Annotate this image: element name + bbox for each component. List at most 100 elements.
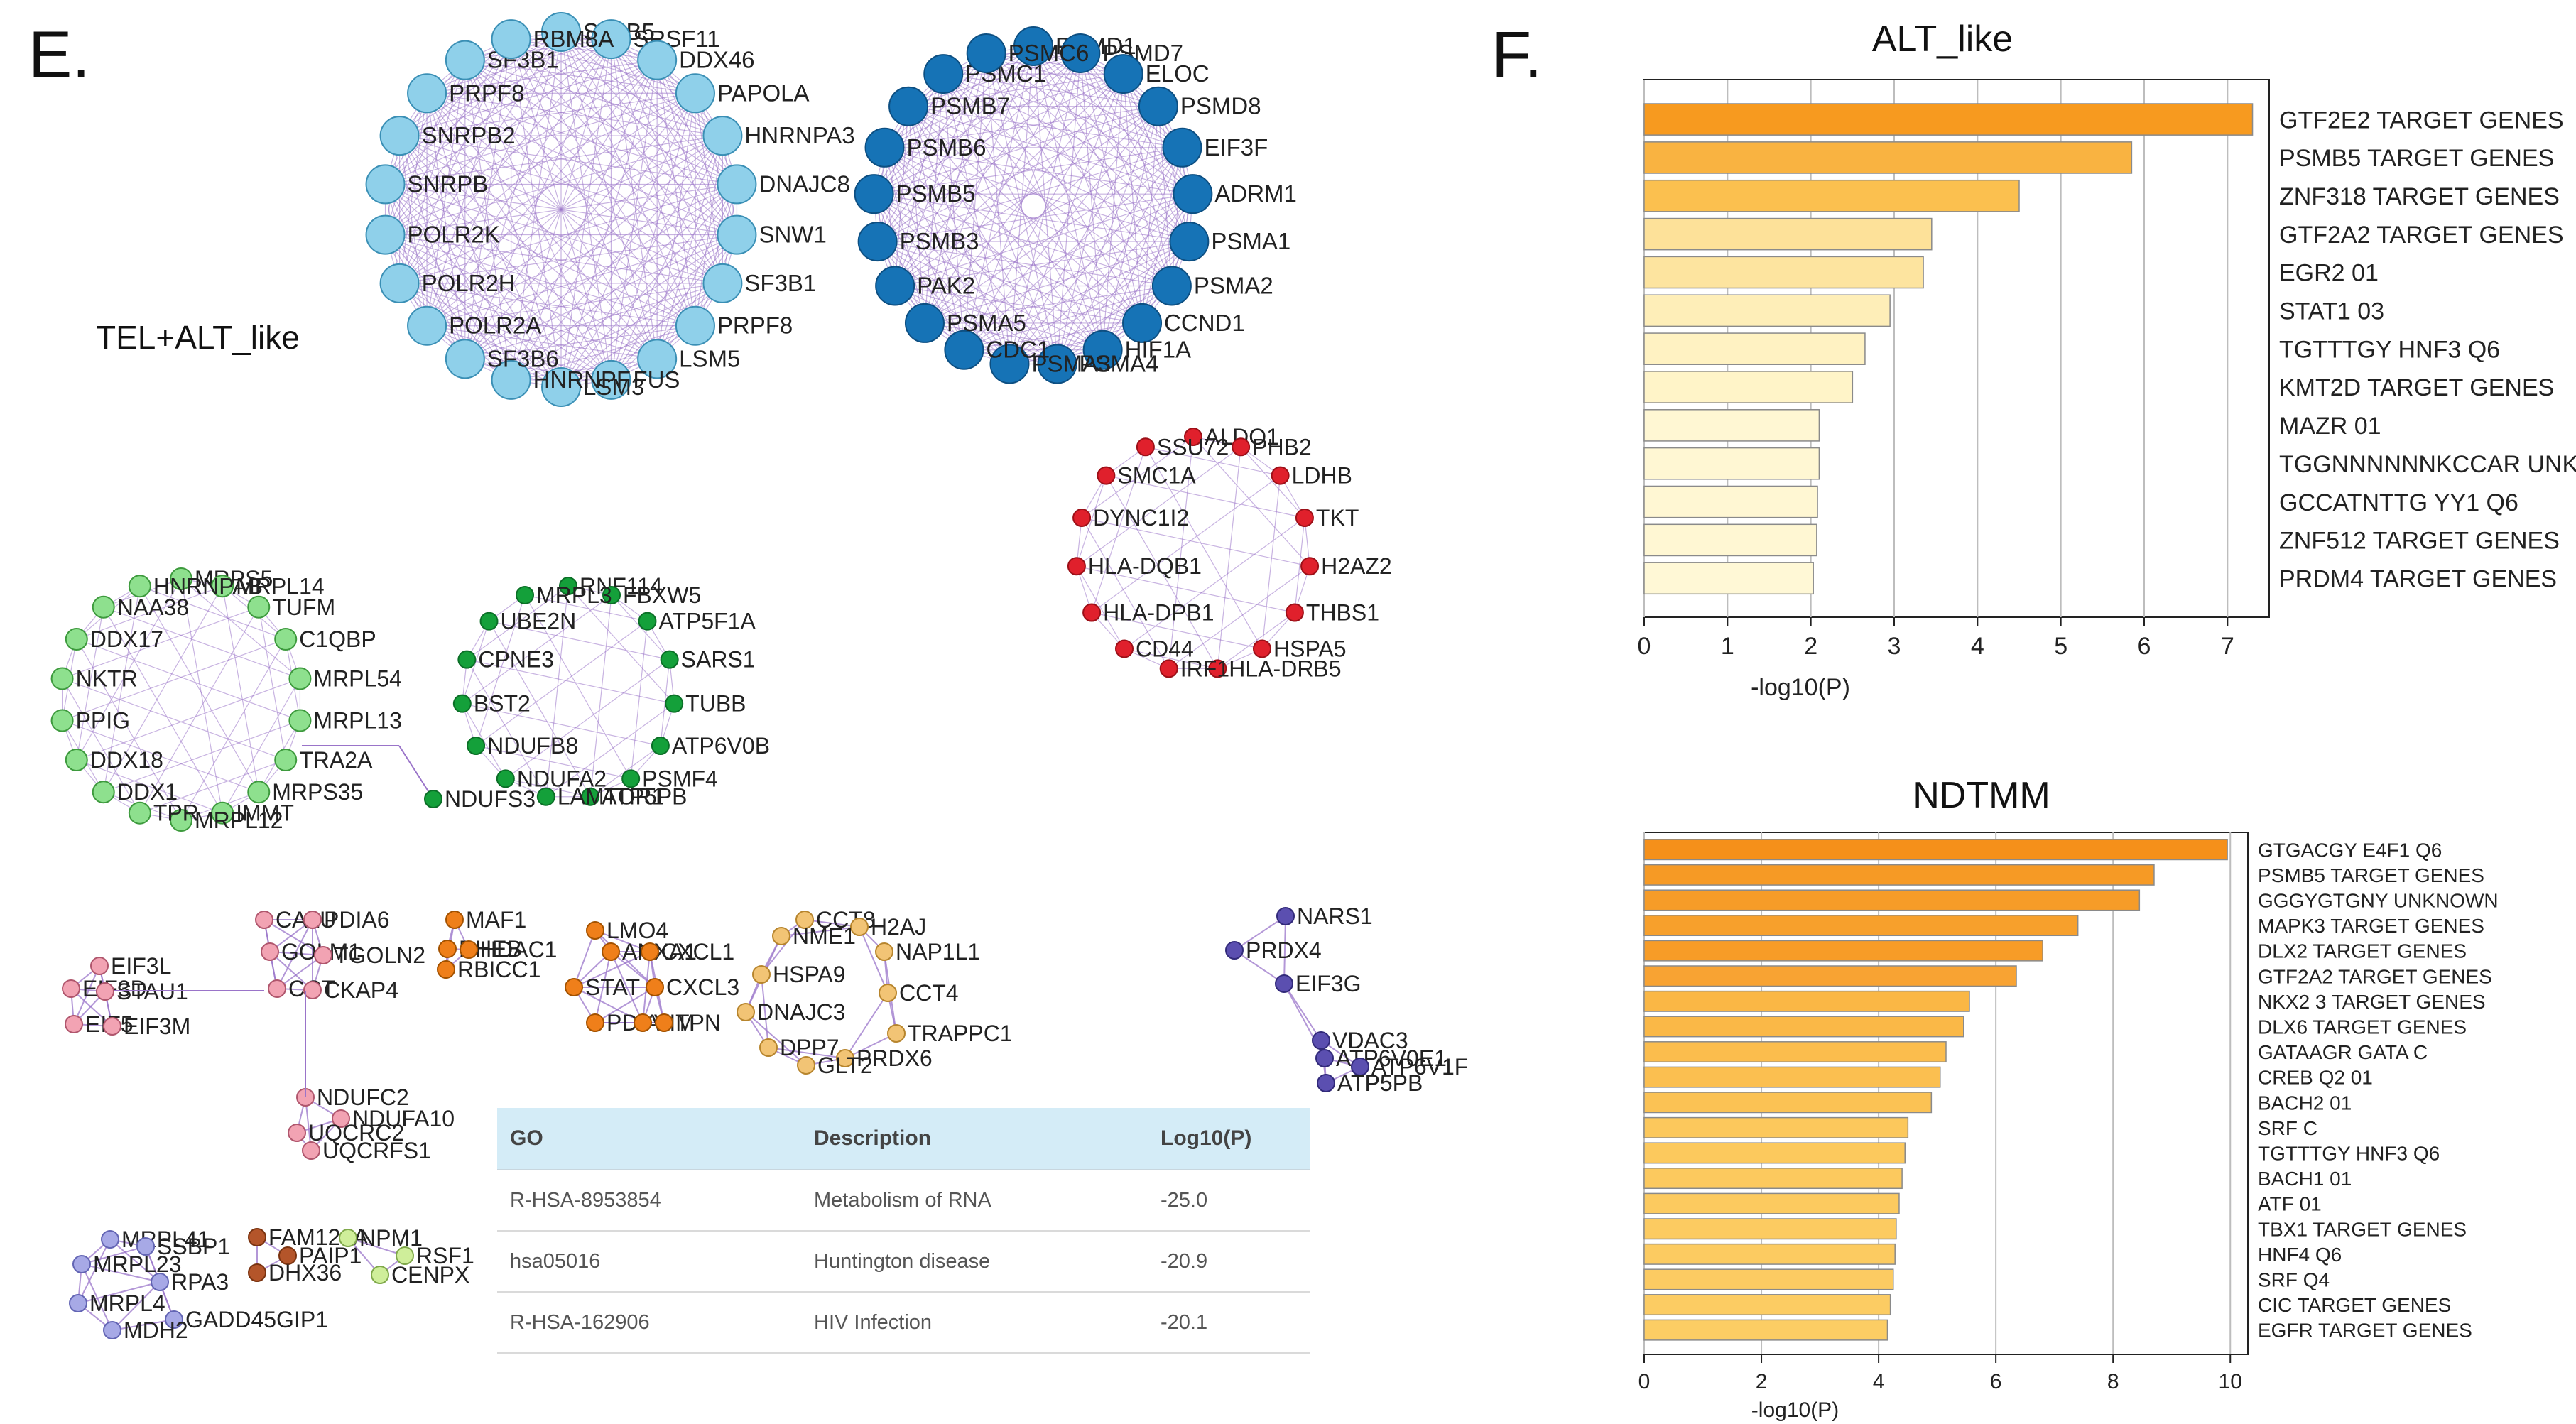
- network-node: [274, 749, 298, 771]
- network-edge: [384, 93, 428, 235]
- network-edge: [103, 607, 223, 814]
- node-label: NDUFA2: [517, 766, 607, 791]
- bar: [1643, 179, 2020, 212]
- x-tick-label: 10: [2219, 1370, 2242, 1393]
- network-edge: [884, 147, 1143, 324]
- network-node: [491, 19, 531, 60]
- network-node: [1082, 603, 1102, 622]
- network-edge: [139, 585, 259, 793]
- bar: [1643, 1168, 1903, 1190]
- node-label: PRDX6: [857, 1045, 933, 1071]
- network-edge: [180, 638, 286, 821]
- x-axis-label: -log10(P): [1751, 674, 1850, 701]
- category-label: MAPK3 TARGET GENES: [2258, 915, 2484, 937]
- network-edge: [908, 106, 1190, 242]
- network-edge: [874, 53, 1081, 195]
- network-edge: [986, 53, 1193, 195]
- go-table-header-row: GO Description Log10(P): [497, 1108, 1310, 1170]
- network-edge: [426, 31, 562, 94]
- bar: [1643, 447, 1820, 480]
- network-edge: [874, 147, 1183, 195]
- node-label: HDAC1: [480, 937, 557, 962]
- network-node: [314, 946, 332, 964]
- network-edge: [1057, 147, 1183, 364]
- network-edge: [894, 285, 1058, 365]
- chart-title: ALT_like: [1872, 18, 2013, 60]
- node-label: NDUFA10: [352, 1106, 455, 1131]
- network-edge: [894, 53, 987, 286]
- go-header-go: GO: [497, 1108, 801, 1170]
- bar: [1643, 1092, 1933, 1114]
- network-edge: [1123, 73, 1190, 242]
- network-edge: [399, 38, 511, 136]
- network-edge: [1033, 45, 1058, 364]
- node-label: SNW1: [759, 222, 826, 248]
- node-label: NKTR: [76, 665, 138, 691]
- network-node: [288, 709, 312, 732]
- network-edge: [963, 73, 1124, 351]
- network-node: [875, 266, 915, 306]
- network-edge: [877, 241, 1010, 364]
- network-edge: [399, 135, 737, 185]
- network-edge: [385, 234, 612, 381]
- node-label: SMC1A: [1117, 463, 1196, 489]
- x-axis-label: -log10(P): [1751, 1398, 1839, 1422]
- node-label: PSMA5: [947, 310, 1026, 336]
- network-edge: [986, 53, 1011, 364]
- network-edge: [1192, 436, 1310, 567]
- node-label: HNRNPAB: [153, 573, 263, 599]
- network-edge: [1102, 241, 1190, 351]
- network-node: [65, 749, 88, 771]
- network-node: [165, 1310, 183, 1329]
- network-edge: [399, 60, 466, 284]
- network-node: [1082, 330, 1123, 370]
- bar: [1643, 371, 1854, 403]
- network-node: [1184, 428, 1202, 446]
- network-node: [565, 978, 583, 996]
- network-edge: [894, 193, 1193, 287]
- network-edge: [510, 38, 612, 381]
- network-edge: [924, 147, 1183, 324]
- category-label: ATF 01: [2258, 1193, 2322, 1215]
- network-edge: [399, 283, 658, 359]
- table-row: R-HSA-162906 HIV Infection -20.1: [497, 1292, 1310, 1354]
- network-node: [92, 781, 115, 804]
- network-node: [128, 575, 151, 598]
- node-label: MRPS35: [272, 779, 363, 805]
- network-edge: [874, 193, 1058, 364]
- network-edge: [908, 106, 1104, 351]
- network-edge: [908, 53, 1081, 107]
- network-edge: [560, 31, 696, 94]
- bar: [1643, 1142, 1906, 1164]
- node-label: MAF1: [466, 907, 526, 933]
- network-edge: [1076, 446, 1241, 567]
- node-label: RSF1: [416, 1243, 474, 1268]
- x-tick-label: 8: [2107, 1370, 2119, 1393]
- network-node: [641, 942, 659, 961]
- node-label: POLR2H: [422, 270, 516, 296]
- network-edge: [180, 578, 223, 813]
- network-node: [602, 942, 620, 961]
- network-edge: [877, 193, 1193, 242]
- node-label: DHX36: [268, 1260, 342, 1286]
- go-header-log10p: Log10(P): [1148, 1108, 1310, 1170]
- node-label: CCND1: [1164, 310, 1245, 336]
- network-edge: [986, 53, 1124, 75]
- bar: [1643, 889, 2141, 911]
- go-id: hsa05016: [497, 1231, 801, 1293]
- network-edge: [385, 38, 512, 185]
- network-edge: [524, 594, 631, 779]
- network-node: [1315, 1049, 1334, 1067]
- network-edge: [908, 106, 925, 323]
- network-edge: [1033, 45, 1159, 107]
- bar: [1643, 1294, 1891, 1316]
- network-edge: [385, 135, 723, 185]
- panel-letter-f: F.: [1491, 18, 1543, 91]
- node-label: CD44: [1136, 636, 1194, 661]
- network-node: [92, 595, 115, 619]
- go-id: R-HSA-8953854: [497, 1170, 801, 1232]
- network-node: [365, 164, 406, 205]
- x-tick-label: 4: [1873, 1370, 1885, 1393]
- network-node: [591, 359, 631, 400]
